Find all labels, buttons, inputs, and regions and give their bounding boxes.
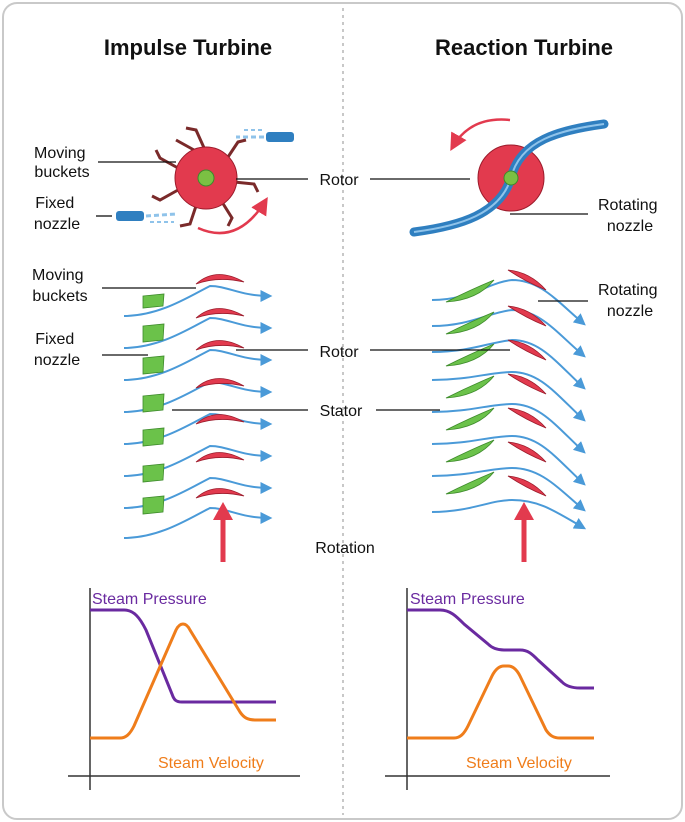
reaction-stator-blades [445, 279, 495, 495]
label-moving-buckets-cascade: Moving buckets [32, 267, 88, 305]
label-rotor-cascade: Rotor [319, 344, 359, 361]
label-fixed-nozzle-cascade: Fixed nozzle [34, 331, 80, 369]
impulse-nozzle-jets [116, 129, 294, 223]
impulse-moving-buckets [195, 274, 245, 499]
reaction-pressure-curve [407, 608, 594, 690]
rotation-arrows [213, 502, 534, 562]
impulse-stator-nozzles [142, 293, 165, 515]
label-rotor-top: Rotor [319, 172, 359, 189]
label-rotating-nozzle-top: Rotating nozzle [598, 197, 662, 235]
impulse-title: Impulse Turbine [104, 35, 272, 60]
impulse-rotor-wheel [151, 126, 260, 228]
reaction-graph: Steam Pressure Steam Velocity [385, 588, 610, 790]
reaction-rotor-wheel [409, 119, 609, 237]
reaction-title: Reaction Turbine [435, 35, 613, 60]
reaction-rotation-arrow [450, 118, 511, 152]
label-moving-buckets-top: Moving buckets [34, 145, 90, 181]
reaction-velocity-curve [407, 664, 594, 740]
reaction-rotor-blades [507, 269, 547, 497]
impulse-blade-cascade [123, 274, 273, 539]
top-leaders [96, 161, 588, 217]
impulse-velocity-curve [90, 622, 276, 740]
impulse-graph: Steam Pressure Steam Velocity [68, 588, 300, 790]
impulse-pressure-curve [90, 608, 276, 704]
reaction-blade-cascade [431, 269, 587, 530]
impulse-pressure-label: Steam Pressure [92, 591, 207, 608]
label-stator: Stator [320, 403, 363, 420]
impulse-velocity-label: Steam Velocity [158, 755, 264, 772]
impulse-rotation-arrow [197, 197, 268, 235]
label-fixed-nozzle-top: Fixed nozzle [34, 195, 80, 233]
reaction-pressure-label: Steam Pressure [410, 591, 525, 608]
label-rotation: Rotation [315, 540, 375, 557]
label-rotating-nozzle-cascade: Rotating nozzle [598, 282, 662, 320]
middle-leaders [102, 287, 588, 411]
reaction-velocity-label: Steam Velocity [466, 755, 572, 772]
